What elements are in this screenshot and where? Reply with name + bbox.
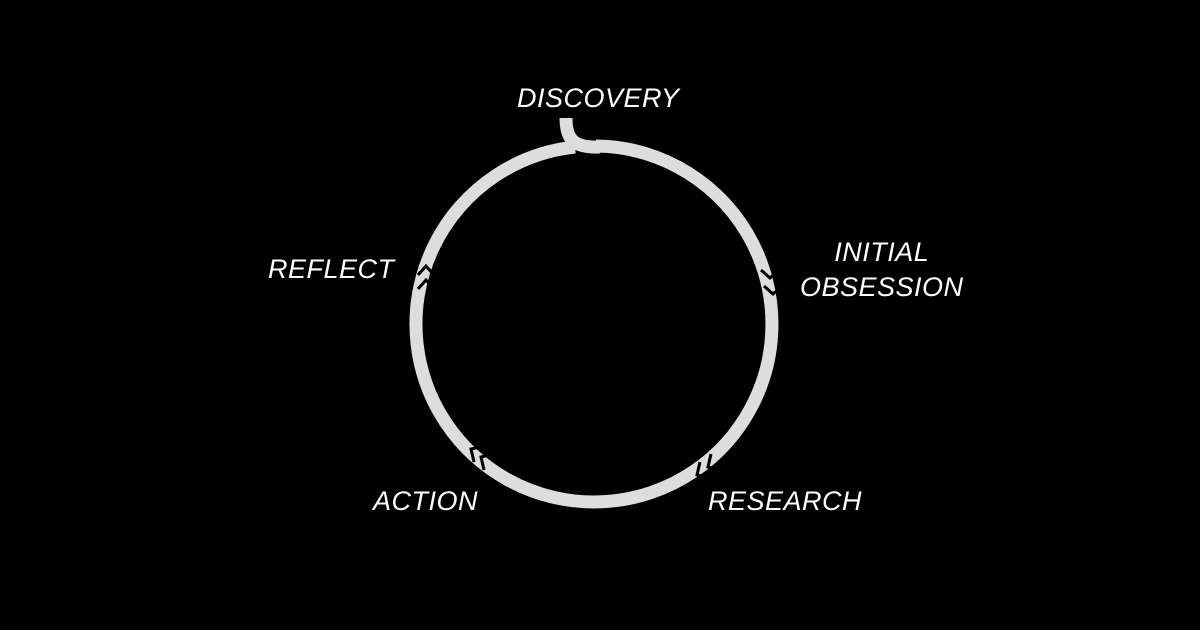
stage-label-research: RESEARCH: [708, 486, 863, 516]
stage-label-initial-obsession: INITIAL OBSESSION: [800, 235, 964, 305]
stage-label-discovery: DISCOVERY: [517, 83, 680, 113]
stage-label-initial-line1: INITIAL: [834, 237, 930, 267]
stage-label-reflect: REFLECT: [268, 254, 395, 284]
stage-label-initial-line2: OBSESSION: [800, 272, 964, 302]
arrow-chevron-icon-initial: [760, 268, 783, 297]
stage-label-action: ACTION: [373, 486, 479, 516]
entry-hook: [559, 117, 601, 154]
arrow-chevron-icon-research: [695, 453, 721, 480]
arrow-chevron-icon-reflect: [416, 263, 436, 290]
arrow-chevron-icon-action: [469, 444, 495, 471]
cycle-ring: [409, 139, 779, 509]
